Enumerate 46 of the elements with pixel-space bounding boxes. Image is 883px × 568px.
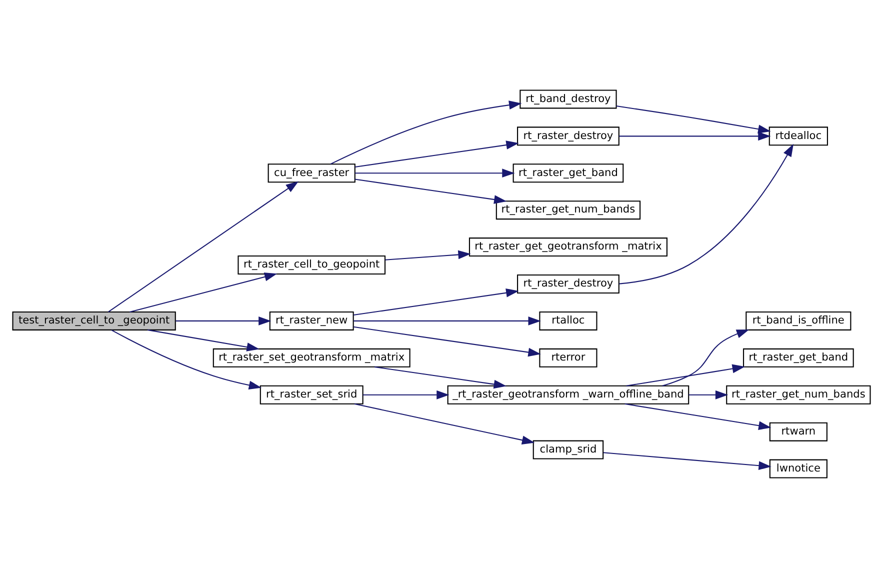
arrow (619, 144, 794, 284)
node-box: rt_raster_cell_to_geopoint (238, 255, 386, 274)
arrow (619, 132, 771, 141)
arrow (354, 178, 507, 204)
arrow (353, 288, 519, 316)
arrow (354, 168, 515, 178)
arrow (108, 181, 299, 312)
arrow (603, 452, 772, 470)
arrow (354, 316, 541, 326)
node-box: clamp_srid (532, 440, 604, 460)
node-box: rt_band_is_offline (746, 311, 852, 330)
node-box: rt_raster_get_band (742, 348, 854, 368)
arrow (147, 329, 260, 352)
arrow (616, 106, 771, 134)
node-box: rt_raster_get_num_bands (726, 385, 871, 404)
node-box: test_raster_cell_to _geopoint (12, 311, 176, 330)
node-box: rterror (539, 348, 598, 368)
node-box: rt_raster_new (269, 311, 354, 330)
node-box: rtalloc (539, 311, 598, 330)
node-box: lwnotice (769, 459, 828, 478)
arrow (354, 403, 535, 444)
node-box: rt_raster_get_num_bands (496, 200, 641, 220)
arrow (330, 100, 522, 165)
arrow (354, 140, 519, 168)
arrow (362, 390, 450, 400)
arrow (626, 364, 746, 386)
node-box: rt_band_destroy (520, 90, 617, 109)
node-box: rt_raster_destroy (517, 126, 620, 146)
arrow (374, 366, 507, 389)
arrow (130, 272, 278, 312)
arrow (176, 316, 272, 326)
node-box: rt_raster_set_srid (260, 385, 364, 404)
arrow (624, 403, 772, 430)
node-box: rt_raster_set_geotransform _matrix (212, 348, 410, 368)
arrow (111, 330, 262, 390)
arrow (662, 329, 750, 386)
arrow (385, 250, 471, 260)
arrow (353, 326, 541, 357)
node-box: _rt_raster_geotransform _warn_offline_band (447, 385, 690, 404)
node-box: rtwarn (769, 422, 828, 442)
node-box: cu_free_raster (268, 164, 356, 183)
node-box: rt_raster_get_band (512, 164, 624, 183)
node-box: rtdealloc (768, 126, 828, 146)
arrow (688, 390, 728, 400)
node-box: rt_raster_get_geotransform _matrix (468, 238, 668, 257)
node-box: rt_raster_destroy (517, 274, 620, 294)
